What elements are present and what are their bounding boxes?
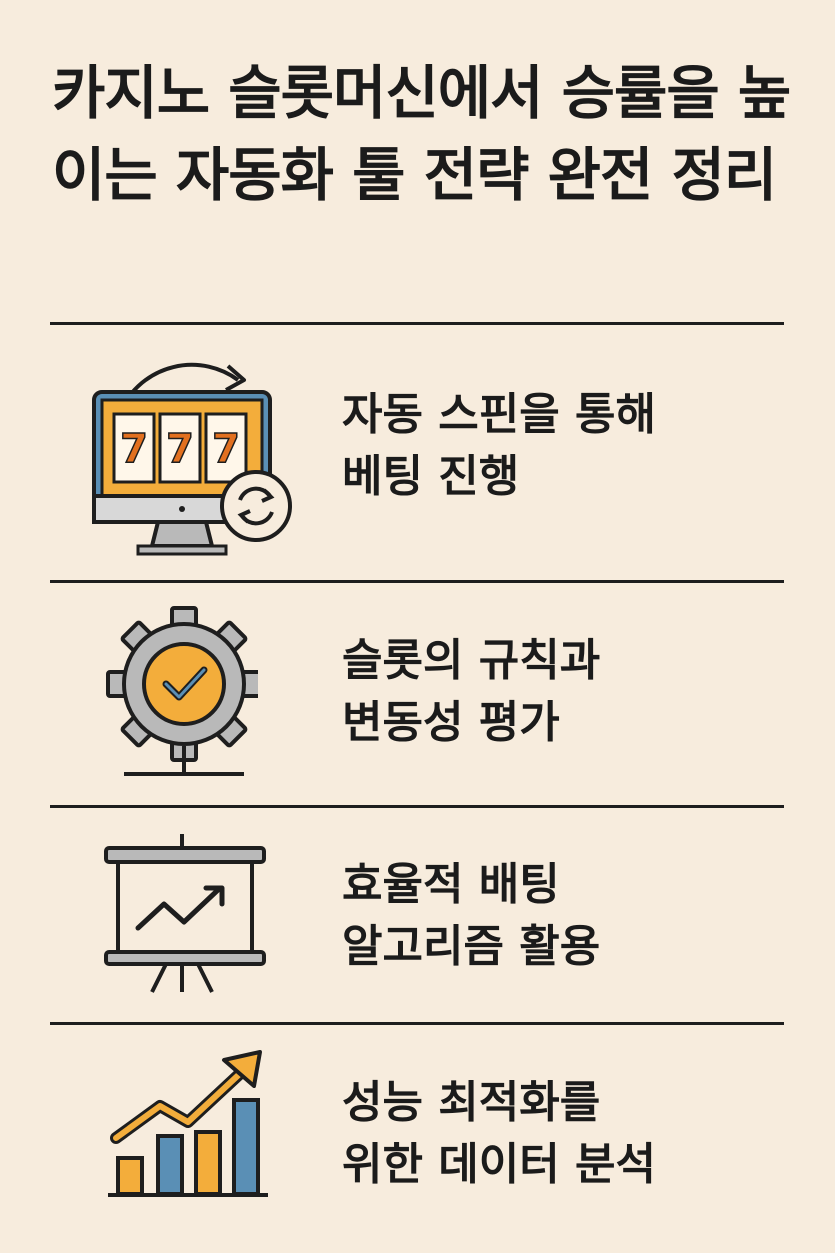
page-title: 카지노 슬롯머신에서 승률을 높이는 자동화 툴 전략 완전 정리 xyxy=(52,59,791,209)
reel-symbol: 7 xyxy=(212,426,240,472)
feature-line: 자동 스핀을 통해 xyxy=(342,389,656,440)
presentation-chart-icon xyxy=(104,834,266,993)
feature-line: 위한 데이터 분석 xyxy=(342,1139,656,1190)
feature-line: 베팅 진행 xyxy=(342,451,520,502)
reel-symbol: 7 xyxy=(120,426,148,472)
divider xyxy=(50,322,784,325)
feature-line: 알고리즘 활용 xyxy=(342,921,601,972)
feature-text-4: 성능 최적화를 위한 데이터 분석 xyxy=(342,1072,782,1196)
feature-line: 슬롯의 규칙과 xyxy=(342,635,601,686)
divider xyxy=(50,580,784,583)
bar-chart-growth-icon xyxy=(108,1050,268,1197)
gear-check-icon xyxy=(106,606,258,776)
reel-symbol: 7 xyxy=(166,426,194,472)
feature-line: 성능 최적화를 xyxy=(342,1077,601,1128)
divider xyxy=(50,805,784,808)
feature-line: 효율적 배팅 xyxy=(342,859,560,910)
feature-text-1: 자동 스핀을 통해 베팅 진행 xyxy=(342,384,782,508)
feature-line: 변동성 평가 xyxy=(342,697,560,748)
feature-text-2: 슬롯의 규칙과 변동성 평가 xyxy=(342,630,782,754)
slot-machine-monitor-icon: 7 7 7 xyxy=(92,362,292,556)
feature-text-3: 효율적 배팅 알고리즘 활용 xyxy=(342,854,782,978)
divider xyxy=(50,1022,784,1025)
